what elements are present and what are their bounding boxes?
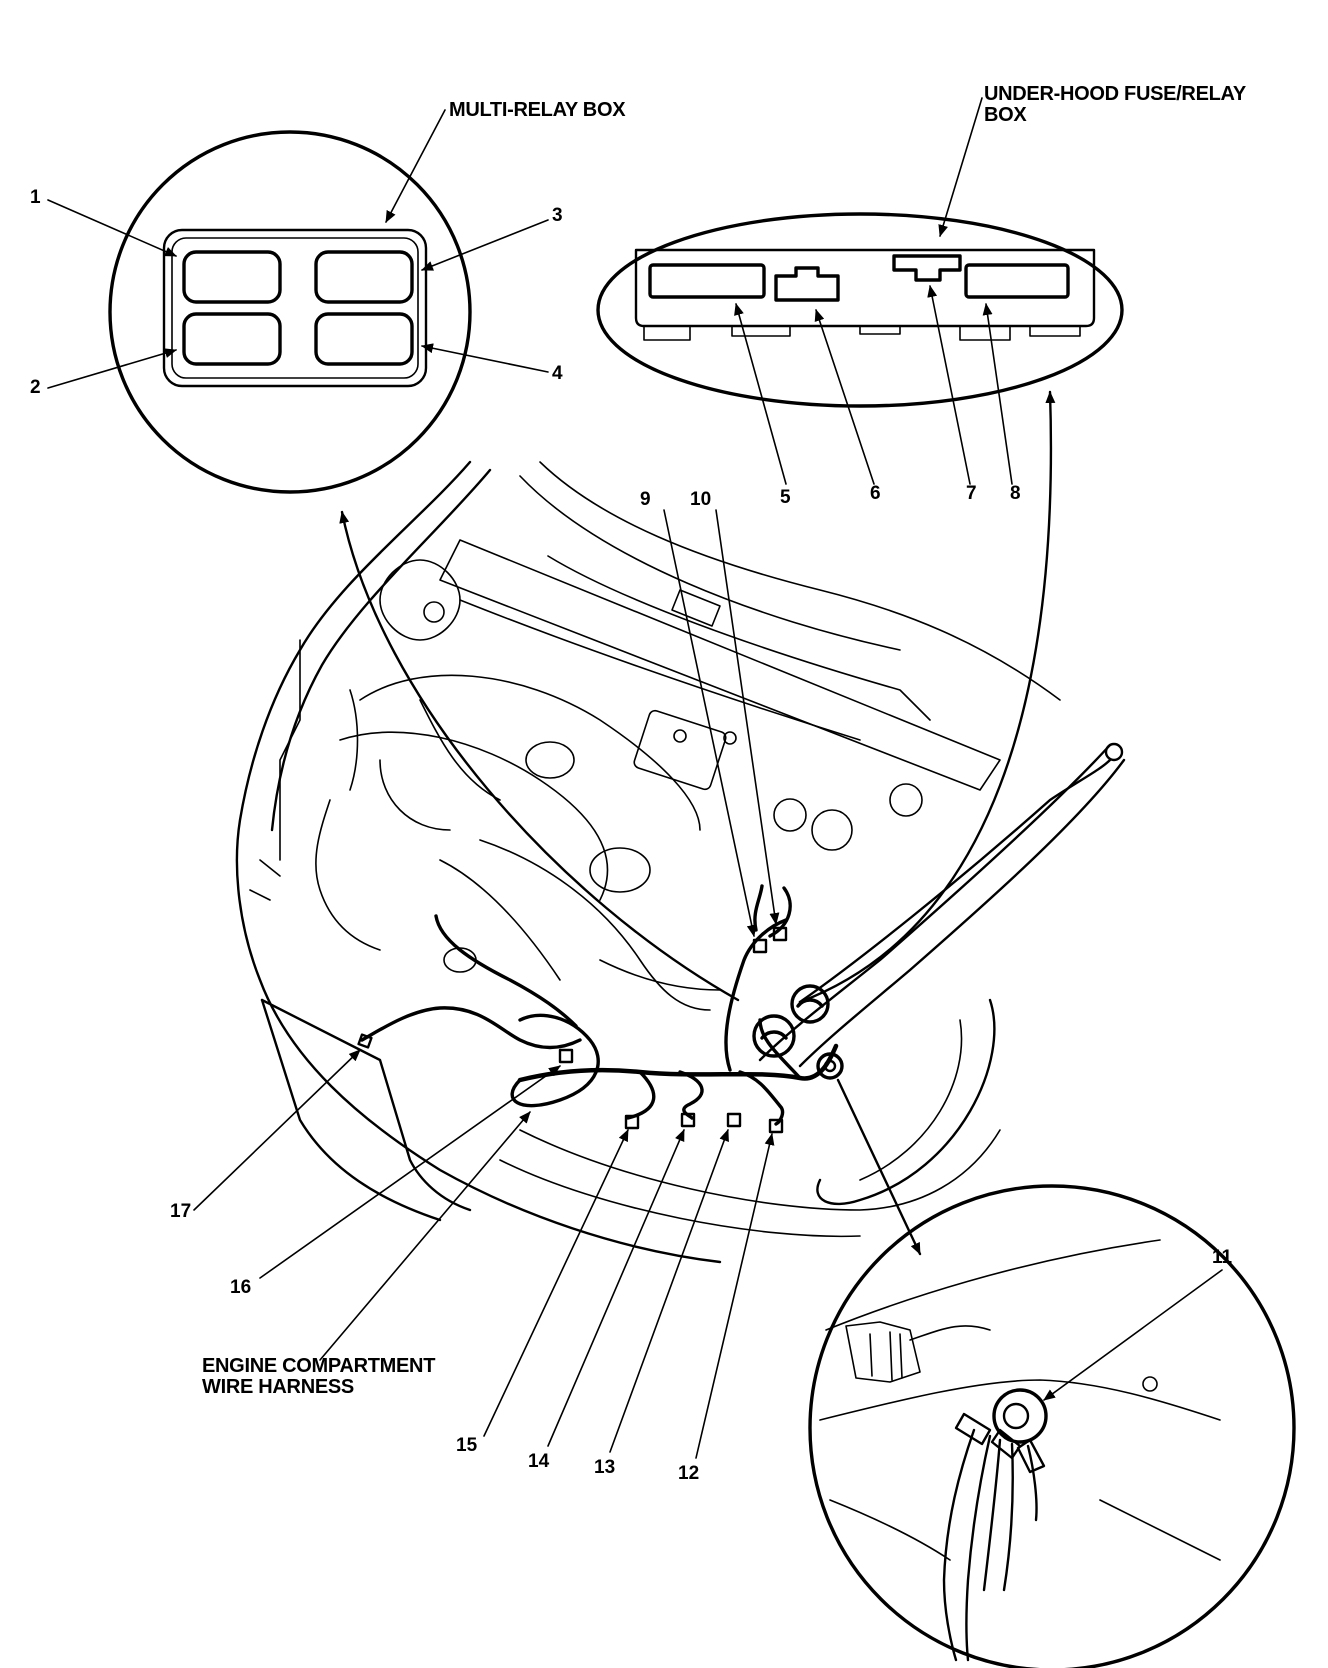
under-hood-fuse-box-detail bbox=[596, 97, 1124, 485]
multi-relay-box-detail bbox=[47, 109, 549, 494]
connector-5 bbox=[648, 263, 766, 299]
detail-circle-ground bbox=[808, 1184, 1296, 1668]
callout-17: 17 bbox=[170, 1201, 192, 1222]
connector-7 bbox=[892, 254, 962, 282]
callout-16: 16 bbox=[230, 1277, 252, 1298]
engine-compartment-wire-harness bbox=[357, 758, 1112, 1134]
connector-8 bbox=[964, 263, 1070, 299]
relay-slot-4 bbox=[314, 312, 414, 366]
callout-13: 13 bbox=[594, 1457, 616, 1478]
label-multi-relay-box: MULTI-RELAY BOX bbox=[449, 99, 626, 121]
callout-11: 11 bbox=[1212, 1247, 1233, 1268]
connector-6 bbox=[774, 266, 840, 302]
detail-circle-multi-relay bbox=[108, 130, 472, 494]
callout-10: 10 bbox=[690, 489, 712, 510]
callout-2: 2 bbox=[30, 377, 41, 398]
relay-box-outline bbox=[162, 228, 428, 388]
relay-slot-1 bbox=[182, 250, 282, 304]
callout-4: 4 bbox=[552, 363, 563, 384]
callout-1: 1 bbox=[30, 187, 41, 208]
ground-detail bbox=[808, 1184, 1296, 1668]
callout-5: 5 bbox=[780, 487, 791, 508]
callout-8: 8 bbox=[1010, 483, 1021, 504]
label-engine-compartment-wire-harness: ENGINE COMPARTMENT WIRE HARNESS bbox=[202, 1355, 436, 1398]
callout-12: 12 bbox=[678, 1463, 700, 1484]
label-under-hood-fuse-relay-box: UNDER-HOOD FUSE/RELAY BOX bbox=[984, 83, 1246, 126]
fuse-box-outline bbox=[634, 248, 1096, 328]
engine-bay-illustration bbox=[235, 460, 1126, 1264]
callout-9: 9 bbox=[640, 489, 651, 510]
relay-slot-3 bbox=[314, 250, 414, 304]
relay-slot-2 bbox=[182, 312, 282, 366]
detail-ellipse-under-hood bbox=[596, 212, 1124, 408]
callout-14: 14 bbox=[528, 1451, 550, 1472]
callout-3: 3 bbox=[552, 205, 563, 226]
callout-6: 6 bbox=[870, 483, 881, 504]
callout-15: 15 bbox=[456, 1435, 478, 1456]
callout-7: 7 bbox=[966, 483, 977, 504]
